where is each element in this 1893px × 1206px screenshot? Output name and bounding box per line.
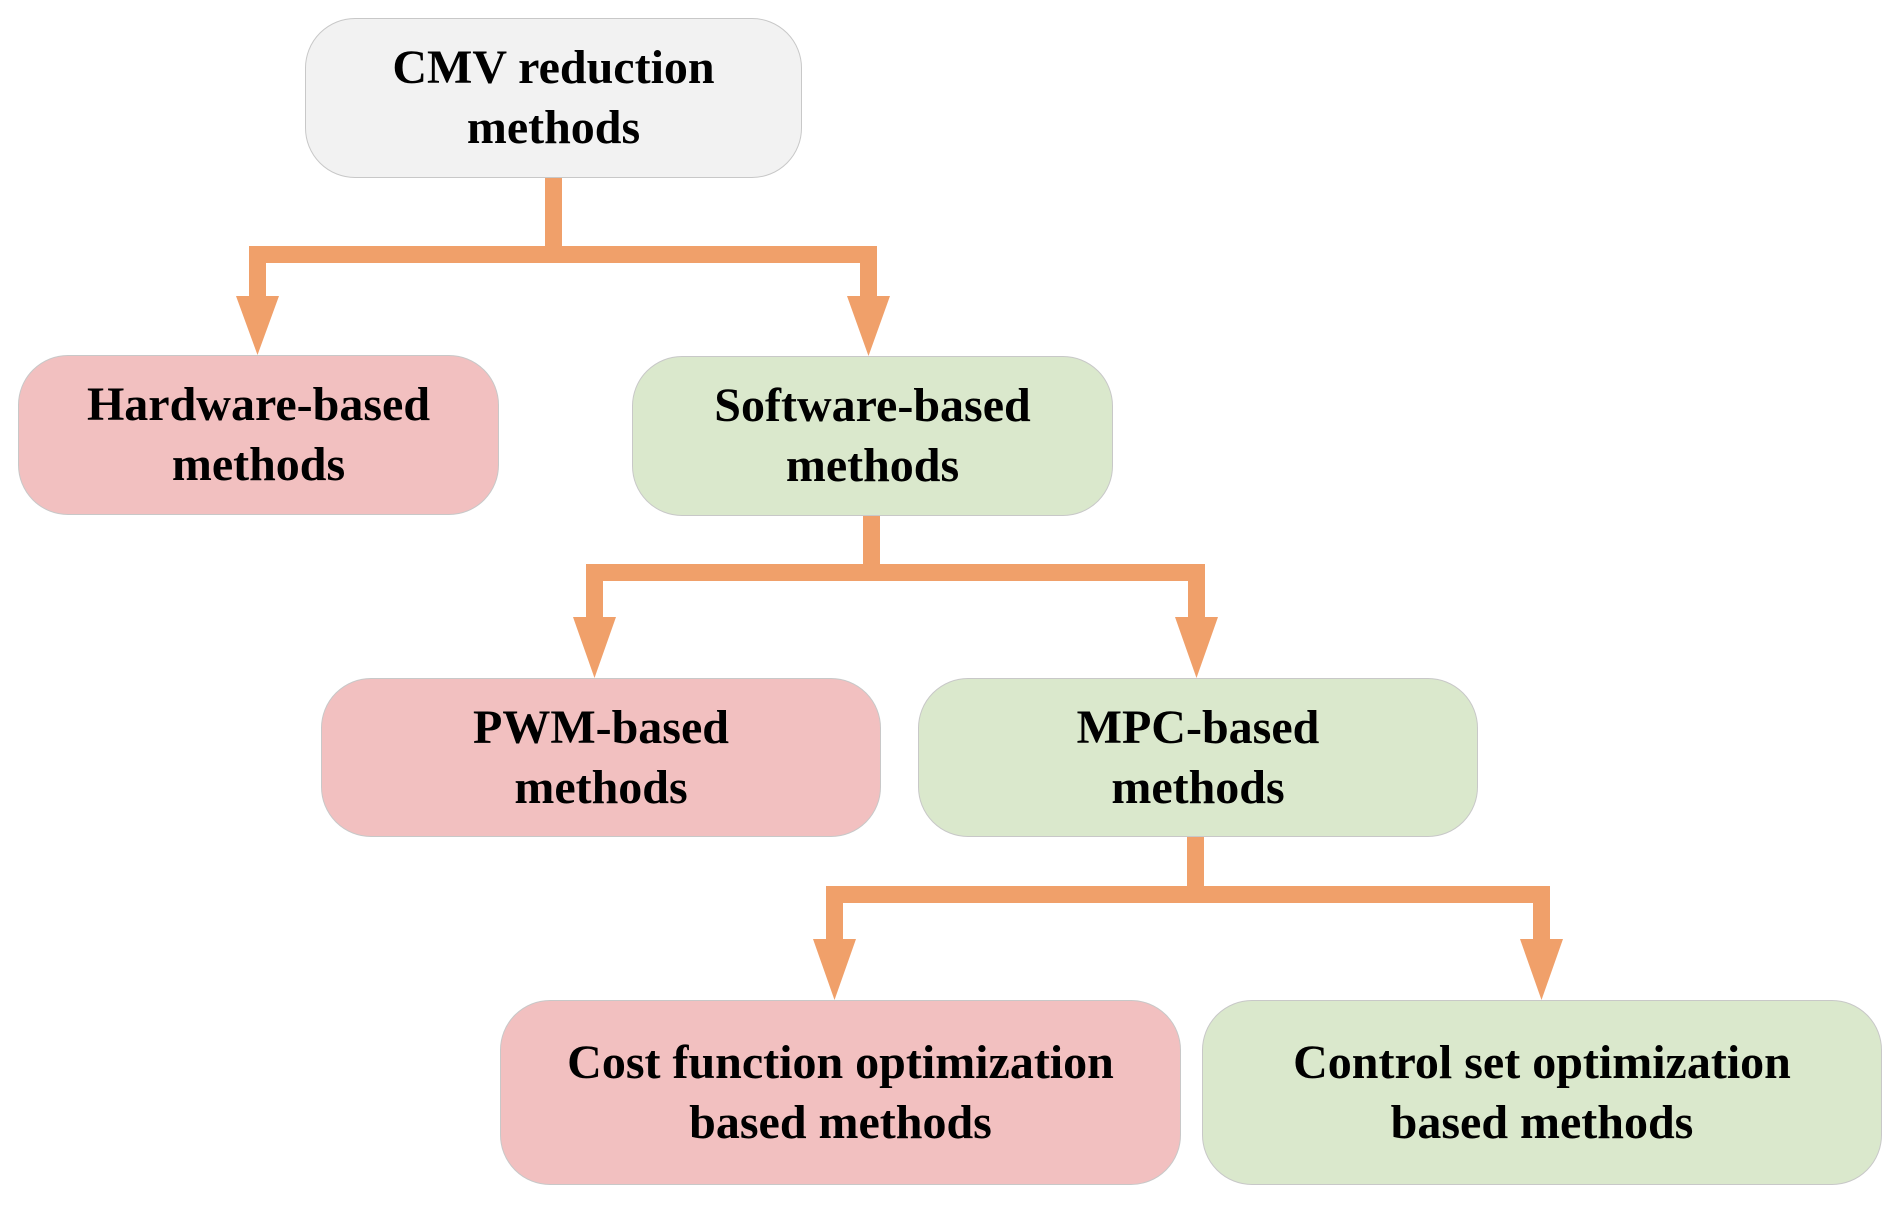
connector-drop-right [860,246,877,296]
node-label-line1: MPC-based [1076,700,1320,754]
connector-bar [249,246,877,263]
node-control-set-optimization-based-methods: Control set optimization based methods [1202,1000,1882,1185]
connector-stem [545,178,562,254]
node-pwm-based-methods: PWM-based methods [321,678,881,837]
node-hardware-based-methods: Hardware-based methods [18,355,499,515]
node-label-line2: methods [466,101,641,154]
connector-drop-right [1188,564,1205,617]
arrowhead-to-control [1520,939,1563,1000]
node-label-line2: methods [785,439,960,492]
node-label-line2: methods [1111,760,1285,814]
node-label-line1: CMV reduction [392,41,715,94]
connector-mpc-to-level3 [813,837,1563,1000]
node-label-line1: Control set optimization [1293,1035,1791,1089]
connector-bar [586,564,1205,581]
arrowhead-to-hardware [236,296,279,355]
connector-stem [1187,837,1204,894]
arrowhead-to-mpc [1175,617,1218,678]
node-mpc-based-methods: MPC-based methods [918,678,1478,837]
node-label-line1: PWM-based [473,700,729,754]
connector-drop-left [249,246,266,296]
connector-bar [826,886,1550,903]
arrowhead-to-pwm [573,617,616,678]
connector-drop-right [1533,886,1550,939]
arrowhead-to-software [847,296,890,356]
connector-drop-left [586,564,603,617]
node-label-line2: methods [171,438,346,491]
connector-stem [863,516,880,572]
connector-root-to-level1 [236,178,890,356]
node-label-line2: based methods [689,1095,992,1149]
connector-software-to-level2 [573,516,1218,678]
node-software-based-methods: Software-based methods [632,356,1113,516]
node-label-line2: methods [514,760,688,814]
node-label-line1: Cost function optimization [567,1035,1114,1089]
node-label-line1: Software-based [714,379,1031,432]
connector-drop-left [826,886,843,939]
node-cost-function-optimization-based-methods: Cost function optimization based methods [500,1000,1181,1185]
node-cmv-reduction-methods: CMV reduction methods [305,18,802,178]
node-label-line1: Hardware-based [86,378,431,431]
node-label-line2: based methods [1390,1095,1694,1149]
arrowhead-to-cost [813,939,856,1000]
